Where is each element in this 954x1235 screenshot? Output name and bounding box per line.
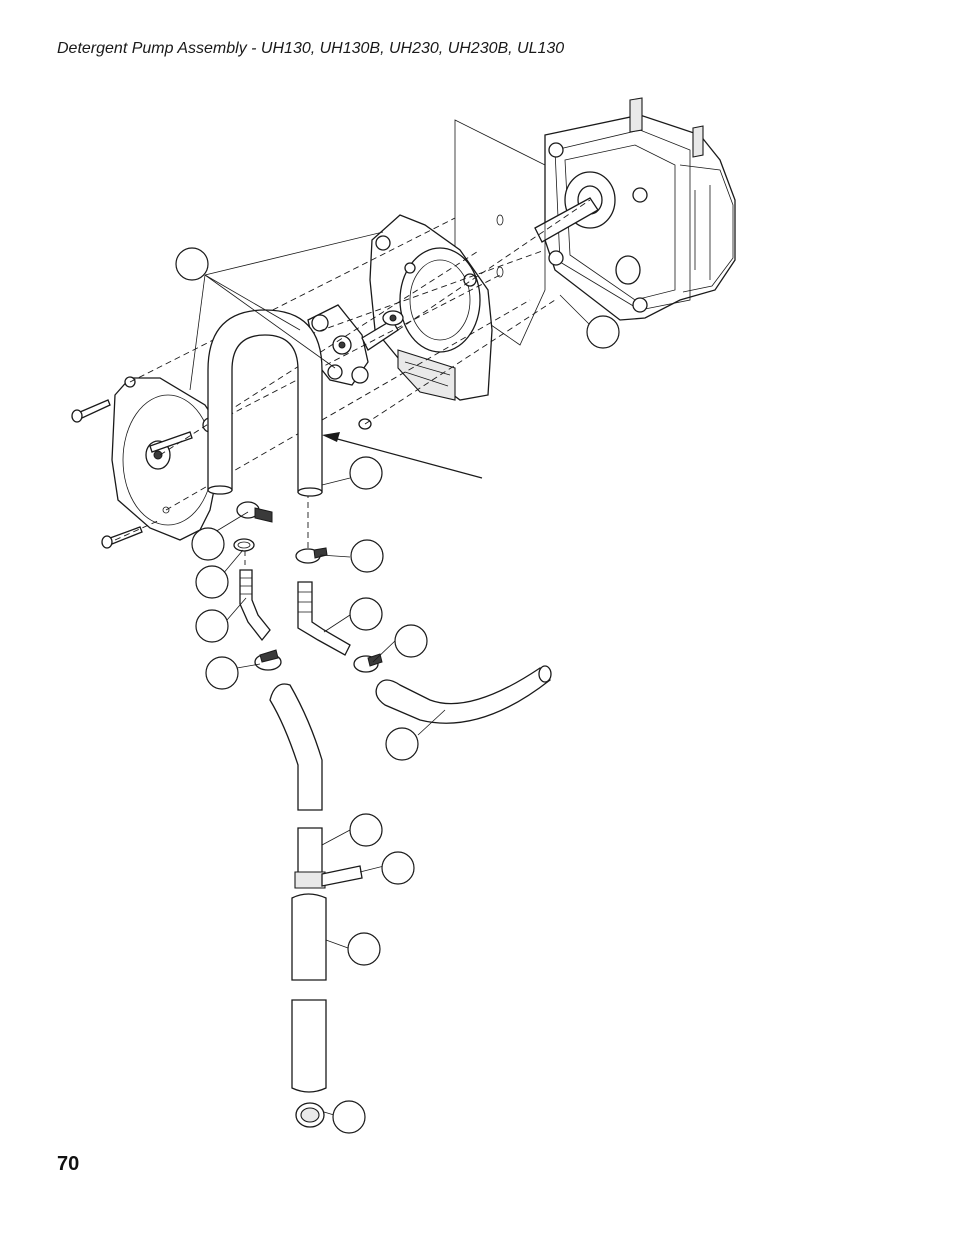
right-fittings <box>295 547 383 673</box>
callout-circle <box>349 456 383 490</box>
callout-circle <box>195 565 229 599</box>
callout-circle <box>349 813 383 847</box>
callout-circle <box>394 624 428 658</box>
callout-circle <box>350 539 384 573</box>
direction-arrow <box>322 432 483 479</box>
callout-bubbles <box>175 247 620 1134</box>
pump-tube <box>207 309 323 497</box>
pump-motor <box>534 97 736 321</box>
callout-circle <box>332 1100 366 1134</box>
supply-hose <box>269 683 363 1128</box>
callout-circle <box>381 851 415 885</box>
leader-lines <box>189 231 591 1116</box>
callout-circle <box>385 727 419 761</box>
callout-circle <box>347 932 381 966</box>
pump-housing <box>369 214 493 401</box>
callout-circle <box>586 315 620 349</box>
callout-circle <box>191 527 225 561</box>
callout-circle <box>195 609 229 643</box>
callout-circle <box>349 597 383 631</box>
callout-circle <box>175 247 209 281</box>
left-fittings <box>233 501 282 671</box>
pump-front-cover <box>111 376 219 541</box>
callout-circle <box>205 656 239 690</box>
inlet-hose <box>375 665 552 724</box>
page-number: 70 <box>57 1153 80 1175</box>
page-title: Detergent Pump Assembly - UH130, UH130B,… <box>57 40 565 57</box>
